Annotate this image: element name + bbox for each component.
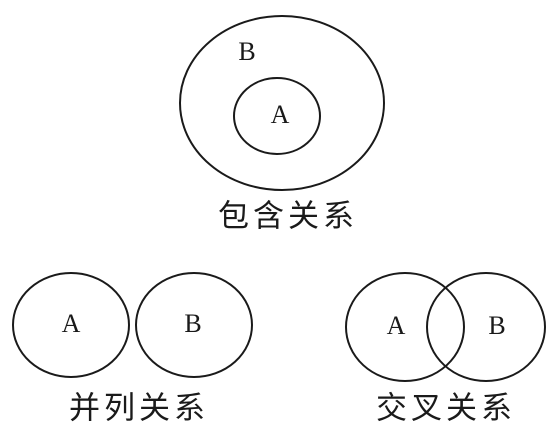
- intersection-right-label: B: [488, 311, 505, 340]
- intersection-set-a-circle: [345, 272, 465, 382]
- intersection-left-label: A: [387, 311, 406, 340]
- inner-set-a-circle: [233, 77, 321, 155]
- parallel-right-label: B: [184, 309, 201, 338]
- outer-set-b-circle: [179, 15, 385, 191]
- parallel-left-label: A: [62, 309, 81, 338]
- outer-set-label: B: [238, 37, 255, 66]
- parallel-set-b-circle: [135, 272, 253, 378]
- parallel-diagram: A B 并列关系: [12, 272, 253, 427]
- parallel-caption: 并列关系: [69, 391, 209, 427]
- inclusion-caption: 包含关系: [218, 199, 358, 235]
- inner-set-label: A: [271, 100, 290, 129]
- intersection-set-b-circle: [426, 272, 546, 382]
- intersection-diagram: A B 交叉关系: [345, 272, 546, 427]
- parallel-set-a-circle: [12, 272, 130, 378]
- intersection-caption: 交叉关系: [376, 391, 516, 427]
- inclusion-diagram: B A 包含关系: [179, 15, 385, 235]
